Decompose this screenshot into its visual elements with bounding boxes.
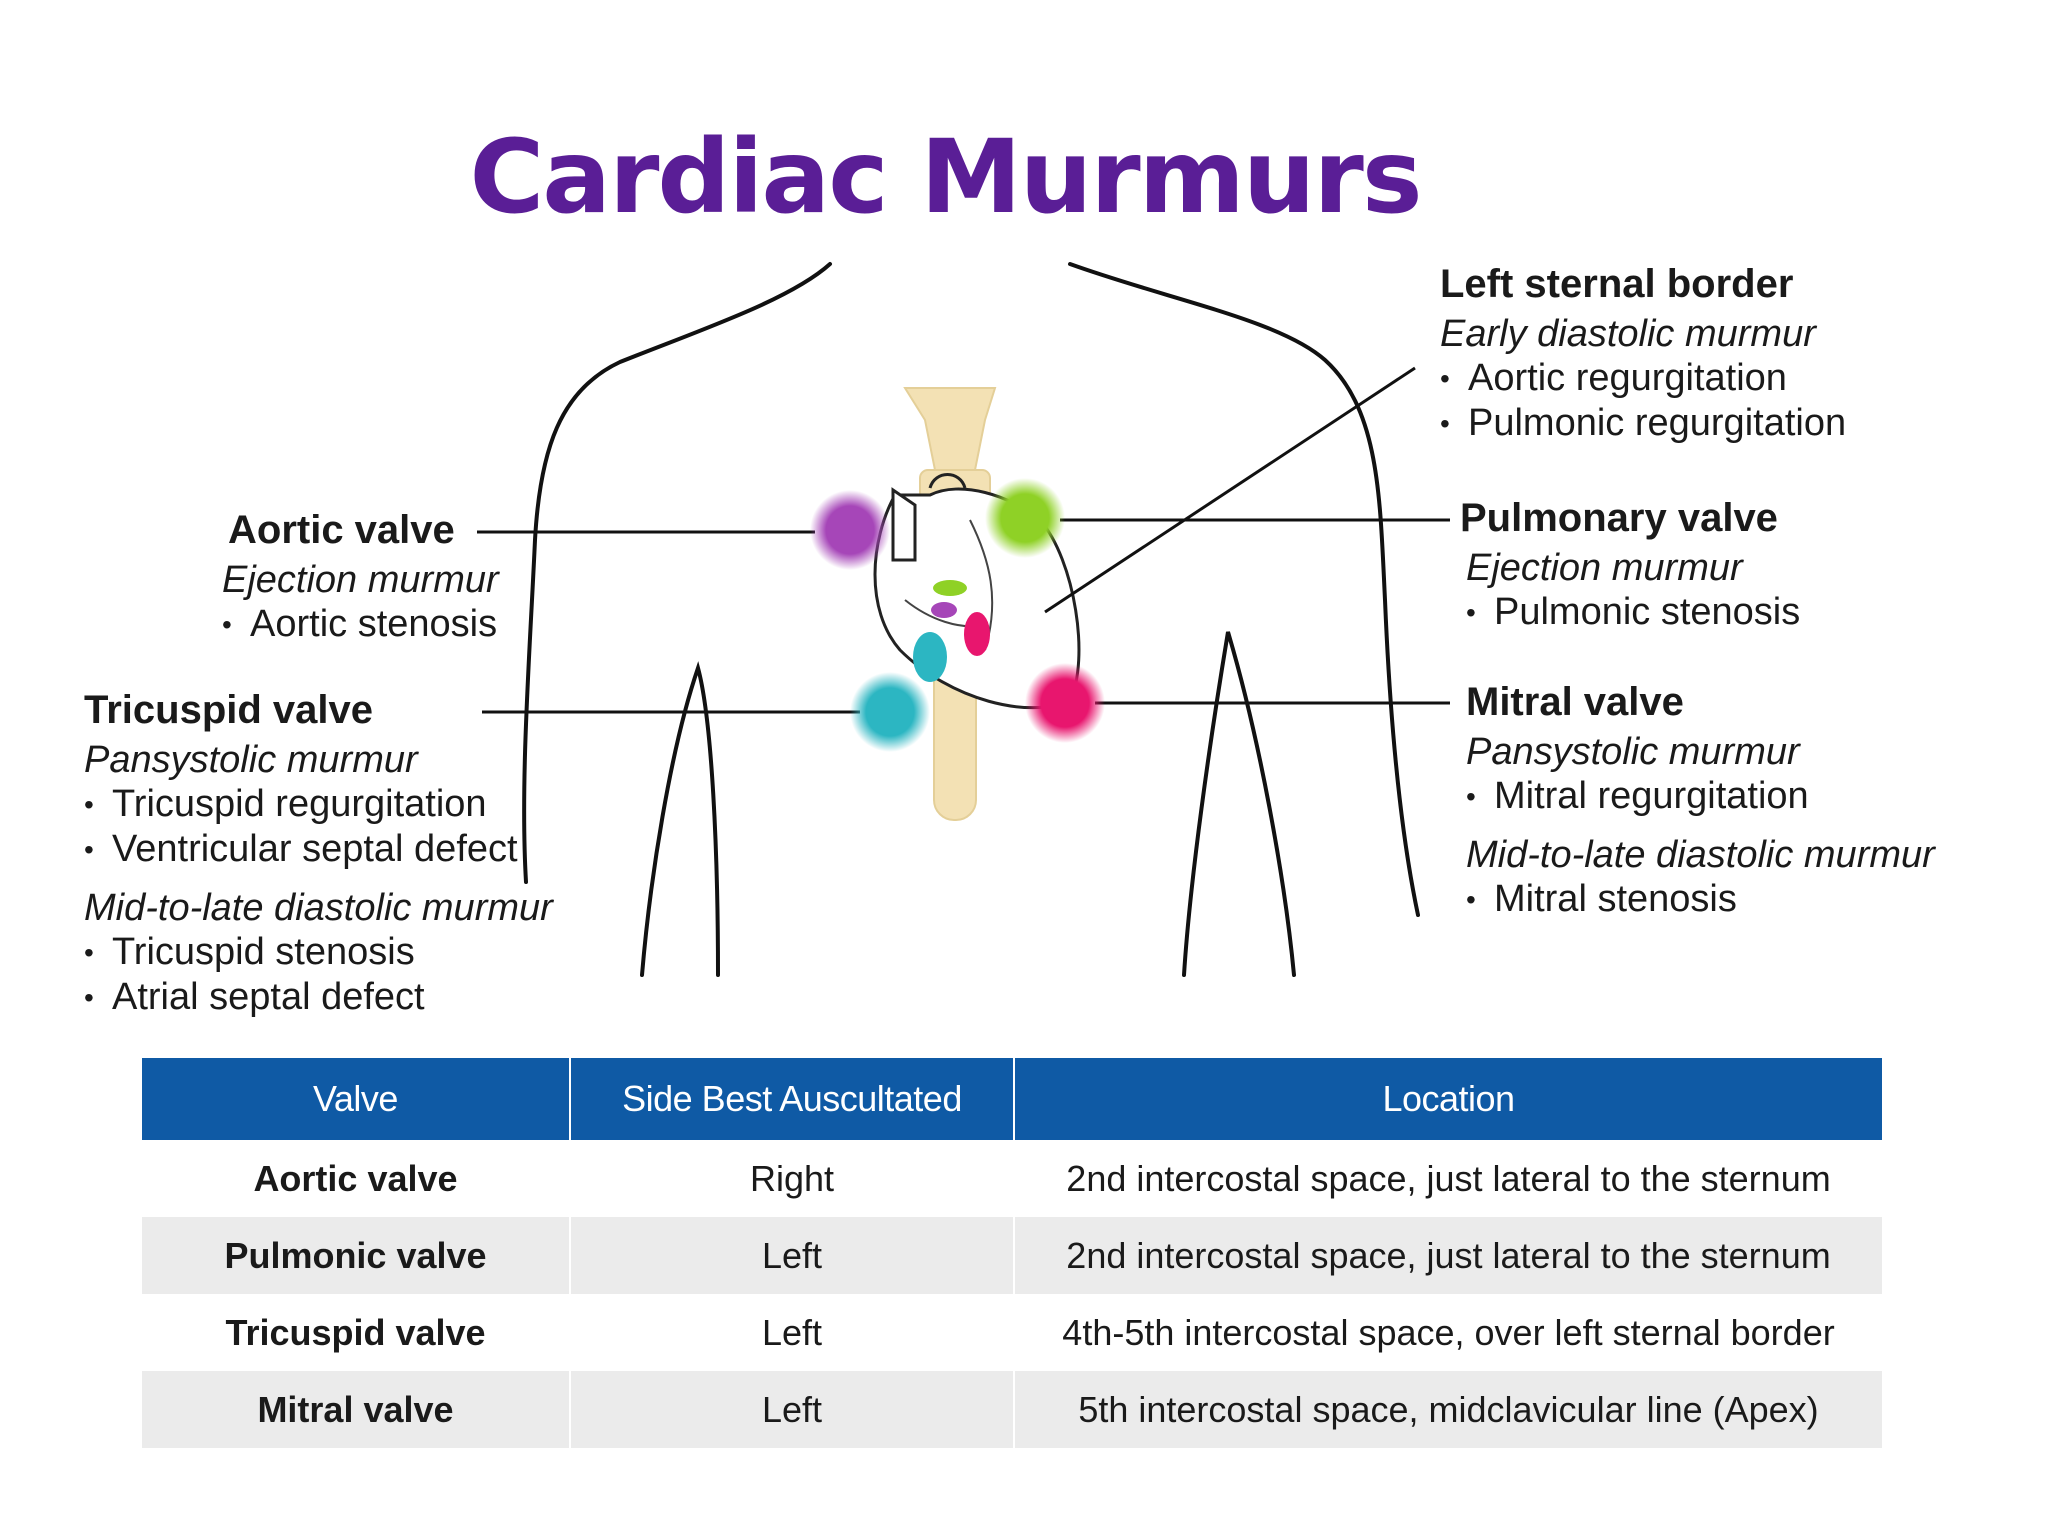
cell-location: 5th intercostal space, midclavicular lin… bbox=[1014, 1371, 1882, 1448]
column-header-side: Side Best Auscultated bbox=[570, 1058, 1015, 1140]
aortic-valve-annotation: Aortic valve Ejection murmur Aortic sten… bbox=[222, 508, 499, 647]
condition-item: Tricuspid stenosis bbox=[84, 930, 553, 975]
condition-item: Tricuspid regurgitation bbox=[84, 782, 553, 827]
cell-location: 4th-5th intercostal space, over left ste… bbox=[1014, 1294, 1882, 1371]
annotation-heading: Pulmonary valve bbox=[1460, 496, 1778, 540]
cell-side: Left bbox=[570, 1371, 1015, 1448]
cell-side: Left bbox=[570, 1217, 1015, 1294]
aortic-auscultation-dot bbox=[810, 490, 890, 570]
table-row: Aortic valve Right 2nd intercostal space… bbox=[142, 1140, 1882, 1217]
condition-item: Aortic stenosis bbox=[222, 602, 499, 647]
condition-item: Pulmonic regurgitation bbox=[1440, 401, 1846, 446]
annotation-heading: Tricuspid valve bbox=[84, 688, 374, 732]
pulmonary-auscultation-dot bbox=[985, 478, 1065, 558]
annotation-heading: Mitral valve bbox=[1466, 680, 1684, 724]
annotation-murmur-secondary: Mid-to-late diastolic murmur bbox=[1466, 834, 1935, 876]
annotation-murmur: Ejection murmur bbox=[222, 559, 499, 601]
table-row: Mitral valve Left 5th intercostal space,… bbox=[142, 1371, 1882, 1448]
tricuspid-auscultation-dot bbox=[850, 672, 930, 752]
table-row: Pulmonic valve Left 2nd intercostal spac… bbox=[142, 1217, 1882, 1294]
column-header-valve: Valve bbox=[142, 1058, 571, 1140]
valve-auscultation-table: Valve Side Best Auscultated Location Aor… bbox=[142, 1058, 1882, 1448]
condition-item: Pulmonic stenosis bbox=[1466, 590, 1800, 635]
left-sternal-border-annotation: Left sternal border Early diastolic murm… bbox=[1440, 262, 1846, 446]
pulmonary-valve-annotation: Pulmonary valve Ejection murmur Pulmonic… bbox=[1460, 496, 1800, 635]
cell-location: 2nd intercostal space, just lateral to t… bbox=[1014, 1217, 1882, 1294]
annotation-murmur: Early diastolic murmur bbox=[1440, 313, 1816, 355]
pointer-lines bbox=[477, 366, 1450, 714]
annotation-heading: Aortic valve bbox=[228, 508, 455, 552]
tricuspid-valve-annotation: Tricuspid valve Pansystolic murmur Tricu… bbox=[84, 688, 553, 1020]
torso-outline bbox=[522, 262, 1420, 977]
cell-valve: Pulmonic valve bbox=[142, 1217, 571, 1294]
cell-location: 2nd intercostal space, just lateral to t… bbox=[1014, 1140, 1882, 1217]
cell-valve: Aortic valve bbox=[142, 1140, 571, 1217]
condition-item: Aortic regurgitation bbox=[1440, 356, 1846, 401]
annotation-murmur: Ejection murmur bbox=[1466, 547, 1743, 589]
condition-item: Atrial septal defect bbox=[84, 975, 553, 1020]
cell-valve: Tricuspid valve bbox=[142, 1294, 571, 1371]
annotation-murmur-secondary: Mid-to-late diastolic murmur bbox=[84, 887, 553, 929]
cell-side: Left bbox=[570, 1294, 1015, 1371]
annotation-murmur: Pansystolic murmur bbox=[84, 739, 418, 781]
table-row: Tricuspid valve Left 4th-5th intercostal… bbox=[142, 1294, 1882, 1371]
condition-item: Mitral regurgitation bbox=[1466, 774, 1935, 819]
mitral-auscultation-dot bbox=[1025, 663, 1105, 743]
cell-side: Right bbox=[570, 1140, 1015, 1217]
column-header-location: Location bbox=[1014, 1058, 1882, 1140]
annotation-heading: Left sternal border bbox=[1440, 262, 1794, 306]
condition-item: Mitral stenosis bbox=[1466, 877, 1935, 922]
table-header-row: Valve Side Best Auscultated Location bbox=[142, 1058, 1882, 1140]
mitral-valve-annotation: Mitral valve Pansystolic murmur Mitral r… bbox=[1466, 680, 1935, 922]
condition-item: Ventricular septal defect bbox=[84, 827, 553, 872]
page-title: Cardiac Murmurs bbox=[469, 118, 1422, 237]
cell-valve: Mitral valve bbox=[142, 1371, 571, 1448]
annotation-murmur: Pansystolic murmur bbox=[1466, 731, 1800, 773]
